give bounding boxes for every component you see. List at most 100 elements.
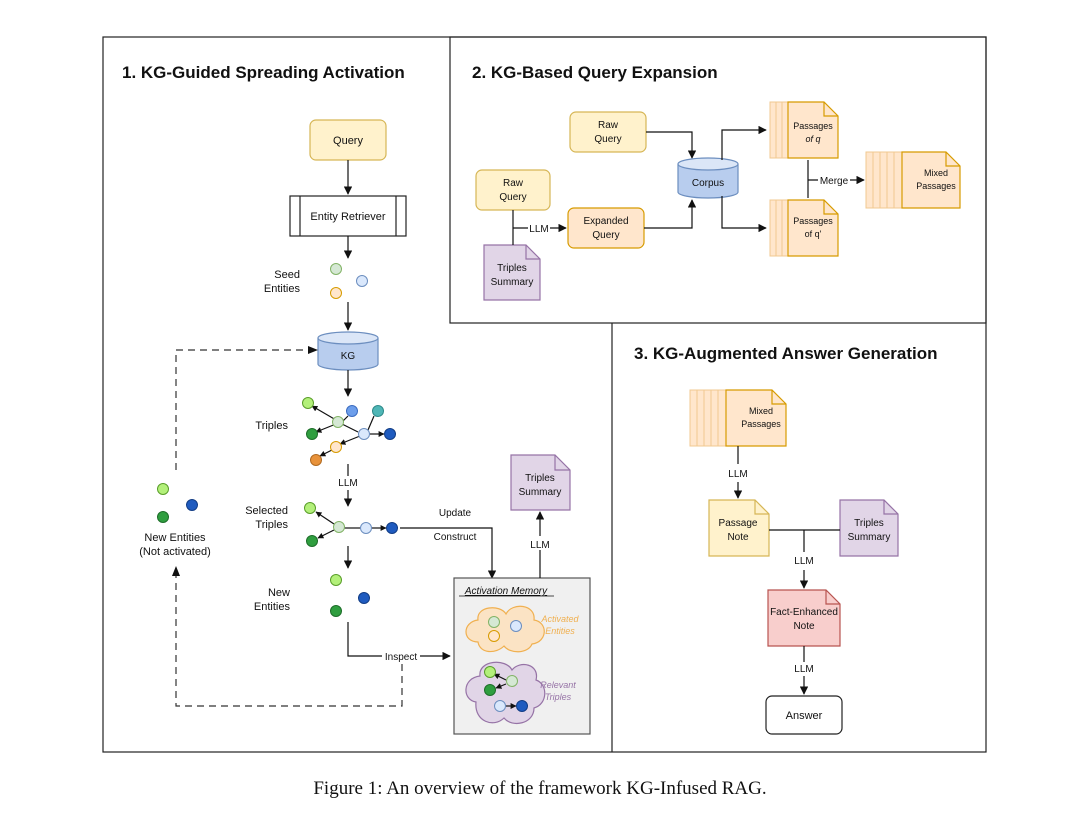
fact-enhanced-note-label-2: Note bbox=[793, 621, 815, 632]
kg-label: KG bbox=[341, 351, 356, 362]
raw-query-box-top bbox=[569, 111, 647, 153]
seed-entity-node bbox=[330, 287, 342, 299]
section-title-expansion: 2. KG-Based Query Expansion bbox=[472, 63, 718, 82]
corpus-database-icon bbox=[677, 157, 739, 199]
fact-enhanced-note-label-1: Fact-Enhanced bbox=[770, 607, 838, 618]
merge-label: Merge bbox=[820, 176, 849, 187]
triples-label: Triples bbox=[255, 420, 288, 432]
llm-label-4: LLM bbox=[728, 469, 747, 480]
triples-summary-label-2b: Summary bbox=[491, 277, 534, 288]
expansion-panel-frame bbox=[449, 36, 987, 324]
triples-summary-label-1a: Triples bbox=[525, 473, 555, 484]
llm-label-2: LLM bbox=[530, 540, 549, 551]
triples-summary-doc-1-fold bbox=[554, 455, 570, 471]
relevant-triples-label-1: Relevant bbox=[540, 680, 576, 690]
section-title-generation: 3. KG-Augmented Answer Generation bbox=[634, 344, 938, 363]
passages-q-stack bbox=[769, 101, 839, 159]
new-entities-side-label-1: New Entities bbox=[144, 532, 206, 544]
dashed-loop-arrowhead-right bbox=[308, 346, 318, 354]
llm-label-3: LLM bbox=[529, 224, 548, 235]
triples-summary-doc-3-fold bbox=[883, 500, 898, 515]
seed-entity-node bbox=[356, 275, 368, 287]
mixed-passages-label-2a: Mixed bbox=[749, 406, 773, 416]
llm-label-3-bg bbox=[528, 222, 550, 234]
passages-qprime-label-1: Passages bbox=[793, 216, 833, 226]
raw-query-box-left bbox=[475, 169, 551, 211]
selected-triples-label-1: Selected bbox=[245, 505, 288, 517]
activated-entities-label-1: Activated bbox=[540, 614, 579, 624]
entity-retriever-box bbox=[289, 195, 407, 237]
new-entity-node bbox=[330, 605, 342, 617]
expanded-query-box bbox=[567, 207, 645, 249]
relevant-triples-cloud bbox=[465, 661, 546, 725]
seed-entities-label-1: Seed bbox=[274, 269, 300, 281]
triples-summary-label-3a: Triples bbox=[854, 518, 884, 529]
seed-entity-node bbox=[330, 263, 342, 275]
inactive-entity-node bbox=[186, 499, 198, 511]
arrow-corpus-to-passages-qprime bbox=[721, 196, 767, 233]
arrow-raw-to-corpus bbox=[646, 131, 697, 159]
new-entity-node bbox=[358, 592, 370, 604]
mixed-passages-stack-1 bbox=[865, 151, 961, 209]
new-entity-node bbox=[330, 574, 342, 586]
activated-entities-label-2: Entities bbox=[545, 626, 575, 636]
corpus-label: Corpus bbox=[692, 178, 724, 189]
construct-label: Construct bbox=[434, 532, 477, 543]
passages-qprime-label-2: of q' bbox=[805, 229, 822, 239]
expanded-query-label-2: Query bbox=[592, 230, 619, 241]
mixed-passages-stack-2 bbox=[689, 389, 787, 447]
triples-summary-label-2a: Triples bbox=[497, 263, 527, 274]
inactive-entity-node bbox=[157, 483, 169, 495]
triples-summary-label-3b: Summary bbox=[848, 532, 891, 543]
llm-label-1: LLM bbox=[338, 478, 357, 489]
llm-label-5: LLM bbox=[794, 556, 813, 567]
inactive-entity-node bbox=[157, 511, 169, 523]
mixed-passages-label-1a: Mixed bbox=[924, 168, 948, 178]
figure-caption: Figure 1: An overview of the framework K… bbox=[313, 778, 766, 799]
merge-label-bg bbox=[818, 174, 850, 186]
activation-memory-label: Activation Memory bbox=[464, 586, 548, 597]
new-entities-side-label-2: (Not activated) bbox=[139, 546, 211, 558]
new-entities-label-2: Entities bbox=[254, 601, 291, 613]
expanded-query-label-1: Expanded bbox=[583, 216, 628, 227]
dashed-loop-top bbox=[175, 349, 312, 470]
fact-enhanced-note-doc bbox=[767, 589, 841, 647]
section-title-spreading: 1. KG-Guided Spreading Activation bbox=[122, 63, 405, 82]
passages-q-label-1: Passages bbox=[793, 121, 833, 131]
panel-query-expansion: Raw Query Raw Query Triples Summary LLM … bbox=[475, 101, 961, 301]
arrow-corpus-to-passages-q bbox=[721, 125, 767, 160]
mixed-passages-label-1b: Passages bbox=[916, 181, 956, 191]
kg-database-icon bbox=[317, 331, 379, 371]
arrow-update-construct bbox=[400, 527, 497, 579]
inspect-label-bg bbox=[382, 650, 420, 662]
selected-triples-graph bbox=[304, 502, 398, 547]
raw-query-label-left-1: Raw bbox=[503, 178, 524, 189]
selected-triples-label-2: Triples bbox=[255, 519, 288, 531]
seed-entities-label-2: Entities bbox=[264, 283, 301, 295]
raw-query-label-left-2: Query bbox=[499, 192, 526, 203]
fact-enhanced-note-doc-fold bbox=[825, 590, 840, 605]
entity-retriever-label: Entity Retriever bbox=[310, 211, 386, 223]
triples-summary-doc-2-fold bbox=[525, 245, 540, 260]
triples-summary-label-1b: Summary bbox=[519, 487, 562, 498]
passage-note-doc-fold bbox=[754, 500, 769, 515]
relevant-triples-label-2: Triples bbox=[545, 692, 572, 702]
llm-label-6: LLM bbox=[794, 664, 813, 675]
answer-box bbox=[765, 695, 843, 735]
answer-label: Answer bbox=[786, 710, 823, 722]
triples-graph bbox=[302, 397, 396, 466]
passage-note-label-2: Note bbox=[727, 532, 749, 543]
passages-qprime-stack bbox=[769, 199, 839, 257]
passage-note-label-1: Passage bbox=[719, 518, 758, 529]
passage-note-doc bbox=[708, 499, 770, 557]
passages-q-label-2: of q bbox=[805, 134, 820, 144]
new-entities-label-1: New bbox=[268, 587, 290, 599]
dashed-loop-arrowhead-up bbox=[172, 566, 180, 576]
panel-answer-generation: Mixed Passages LLM Passage Note Triples … bbox=[689, 389, 899, 735]
raw-query-label-top-1: Raw bbox=[598, 120, 619, 131]
inspect-label: Inspect bbox=[385, 652, 417, 663]
update-label: Update bbox=[439, 508, 472, 519]
panel-frames bbox=[102, 36, 987, 753]
activated-entities-cloud bbox=[465, 605, 545, 653]
